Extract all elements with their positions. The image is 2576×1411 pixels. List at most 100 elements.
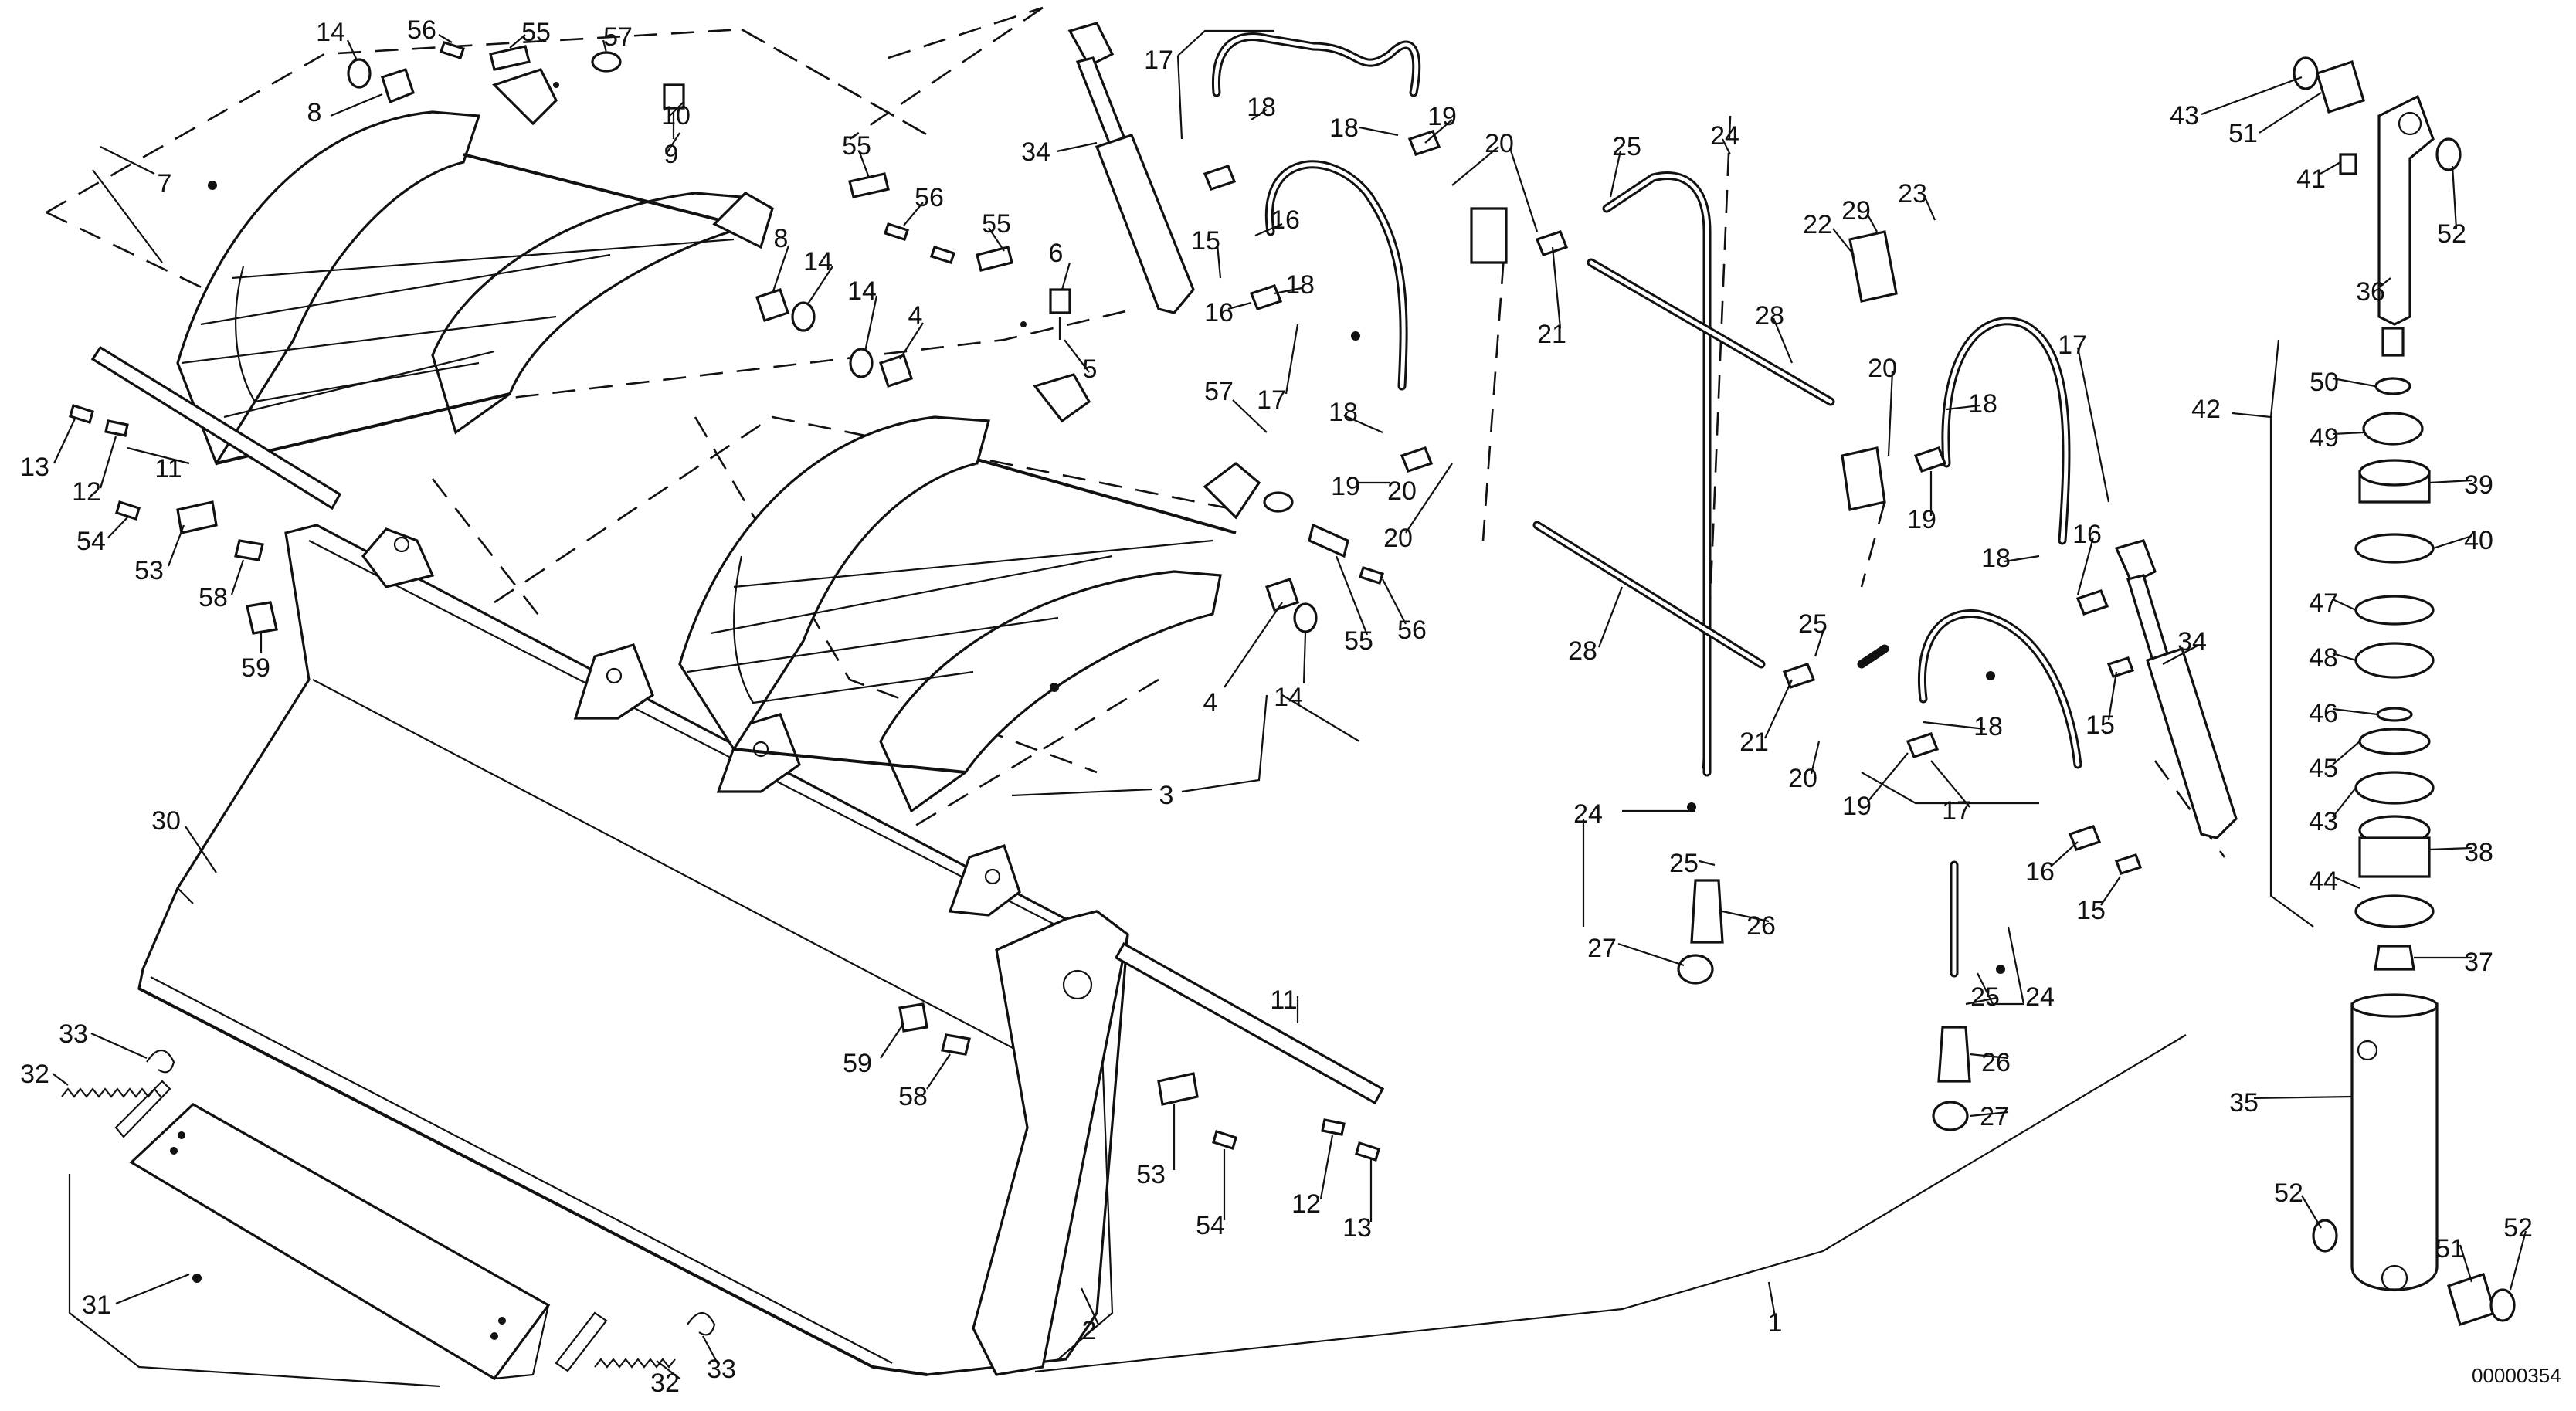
callout-37: 37 [2464,948,2493,977]
callout-26: 26 [1746,911,1776,941]
callout-20: 20 [1383,524,1413,553]
cutting-edge [61,1049,716,1381]
callout-9: 9 [664,140,679,169]
callout-29: 29 [1841,196,1871,226]
callout-53: 53 [1136,1160,1166,1189]
callout-12: 12 [1291,1189,1321,1219]
hydraulic-hoses [1211,32,2082,978]
callout-59: 59 [241,653,270,683]
callout-18: 18 [1329,398,1358,427]
callout-10: 10 [661,101,691,131]
callout-2: 2 [1082,1316,1097,1345]
callout-54: 54 [1196,1211,1225,1240]
callout-20: 20 [1868,354,1897,383]
callout-45: 45 [2309,754,2338,783]
callout-50: 50 [2310,368,2339,397]
callout-28: 28 [1755,301,1784,331]
callout-19: 19 [1842,792,1872,821]
callout-25: 25 [1612,132,1641,161]
callout-58: 58 [199,583,228,612]
callout-17: 17 [1257,385,1286,415]
bucket-assembly [137,524,1129,1376]
callout-43: 43 [2170,101,2199,131]
callout-12: 12 [72,477,101,507]
callout-54: 54 [76,527,106,556]
callout-41: 41 [2296,165,2326,194]
callout-24: 24 [1710,121,1739,151]
callout-40: 40 [2464,526,2493,555]
callout-24: 24 [1573,799,1603,829]
callout-11: 11 [1270,985,1297,1015]
callout-56: 56 [915,183,944,212]
document-number: 00000354 [2472,1364,2561,1387]
callout-6: 6 [1049,239,1064,268]
callout-17: 17 [2058,331,2087,360]
callout-25: 25 [1970,982,2000,1012]
brackets-fittings [1203,130,2143,875]
callout-16: 16 [2072,520,2102,549]
callout-46: 46 [2309,699,2338,728]
hydraulic-cylinders [1067,22,2238,839]
callout-25: 25 [1669,849,1699,878]
callout-31: 31 [82,1291,111,1320]
callout-25: 25 [1798,609,1828,639]
callout-4: 4 [908,301,923,331]
callout-15: 15 [1191,226,1220,256]
callout-53: 53 [134,556,164,585]
callout-23: 23 [1898,179,1927,209]
callout-5: 5 [1083,354,1098,384]
callout-13: 13 [20,453,49,482]
callout-35: 35 [2229,1088,2259,1118]
callout-18: 18 [1247,93,1276,122]
callout-42: 42 [2191,395,2221,424]
callout-16: 16 [1204,298,1234,327]
callout-18: 18 [1981,544,2011,573]
cylinder-exploded-stack [2293,56,2516,1327]
callout-8: 8 [307,98,322,127]
callout-4: 4 [1203,688,1218,717]
callout-52: 52 [2503,1213,2533,1243]
dashed-assembly-outlines [46,6,2226,867]
callout-18: 18 [1968,389,1997,419]
assembly-dot-markers [192,82,2005,1283]
callout-13: 13 [1342,1213,1372,1243]
callout-55: 55 [982,209,1011,239]
callout-21: 21 [1537,320,1566,349]
callout-27: 27 [1980,1102,2009,1131]
callout-57: 57 [1204,377,1234,406]
callout-33: 33 [707,1355,736,1384]
callout-15: 15 [2076,896,2106,925]
callout-34: 34 [1021,137,1050,167]
callout-55: 55 [842,131,871,161]
callout-32: 32 [650,1369,680,1398]
callout-24: 24 [2025,982,2055,1012]
callout-59: 59 [843,1049,872,1078]
callout-16: 16 [1271,205,1300,235]
callout-48: 48 [2309,643,2338,673]
callout-28: 28 [1568,636,1597,666]
callout-19: 19 [1331,472,1360,501]
callout-43: 43 [2309,807,2338,836]
callout-18: 18 [1329,114,1359,143]
callout-26: 26 [1981,1048,2011,1077]
callout-8: 8 [774,224,789,253]
callout-52: 52 [2274,1179,2303,1208]
callout-51: 51 [2228,119,2258,148]
callout-20: 20 [1788,764,1817,793]
callout-32: 32 [20,1060,49,1089]
callout-14: 14 [847,276,877,306]
callout-38: 38 [2464,838,2493,867]
callout-33: 33 [59,1019,88,1049]
callout-7: 7 [158,169,172,198]
callout-55: 55 [521,18,551,47]
callout-36: 36 [2356,277,2385,307]
callout-3: 3 [1159,781,1174,810]
callout-56: 56 [1397,616,1427,645]
callout-30: 30 [151,806,181,836]
callout-19: 19 [1907,505,1936,534]
callout-22: 22 [1803,210,1832,239]
callout-17: 17 [1144,46,1173,75]
callout-17: 17 [1942,796,1971,826]
callout-39: 39 [2464,470,2493,500]
